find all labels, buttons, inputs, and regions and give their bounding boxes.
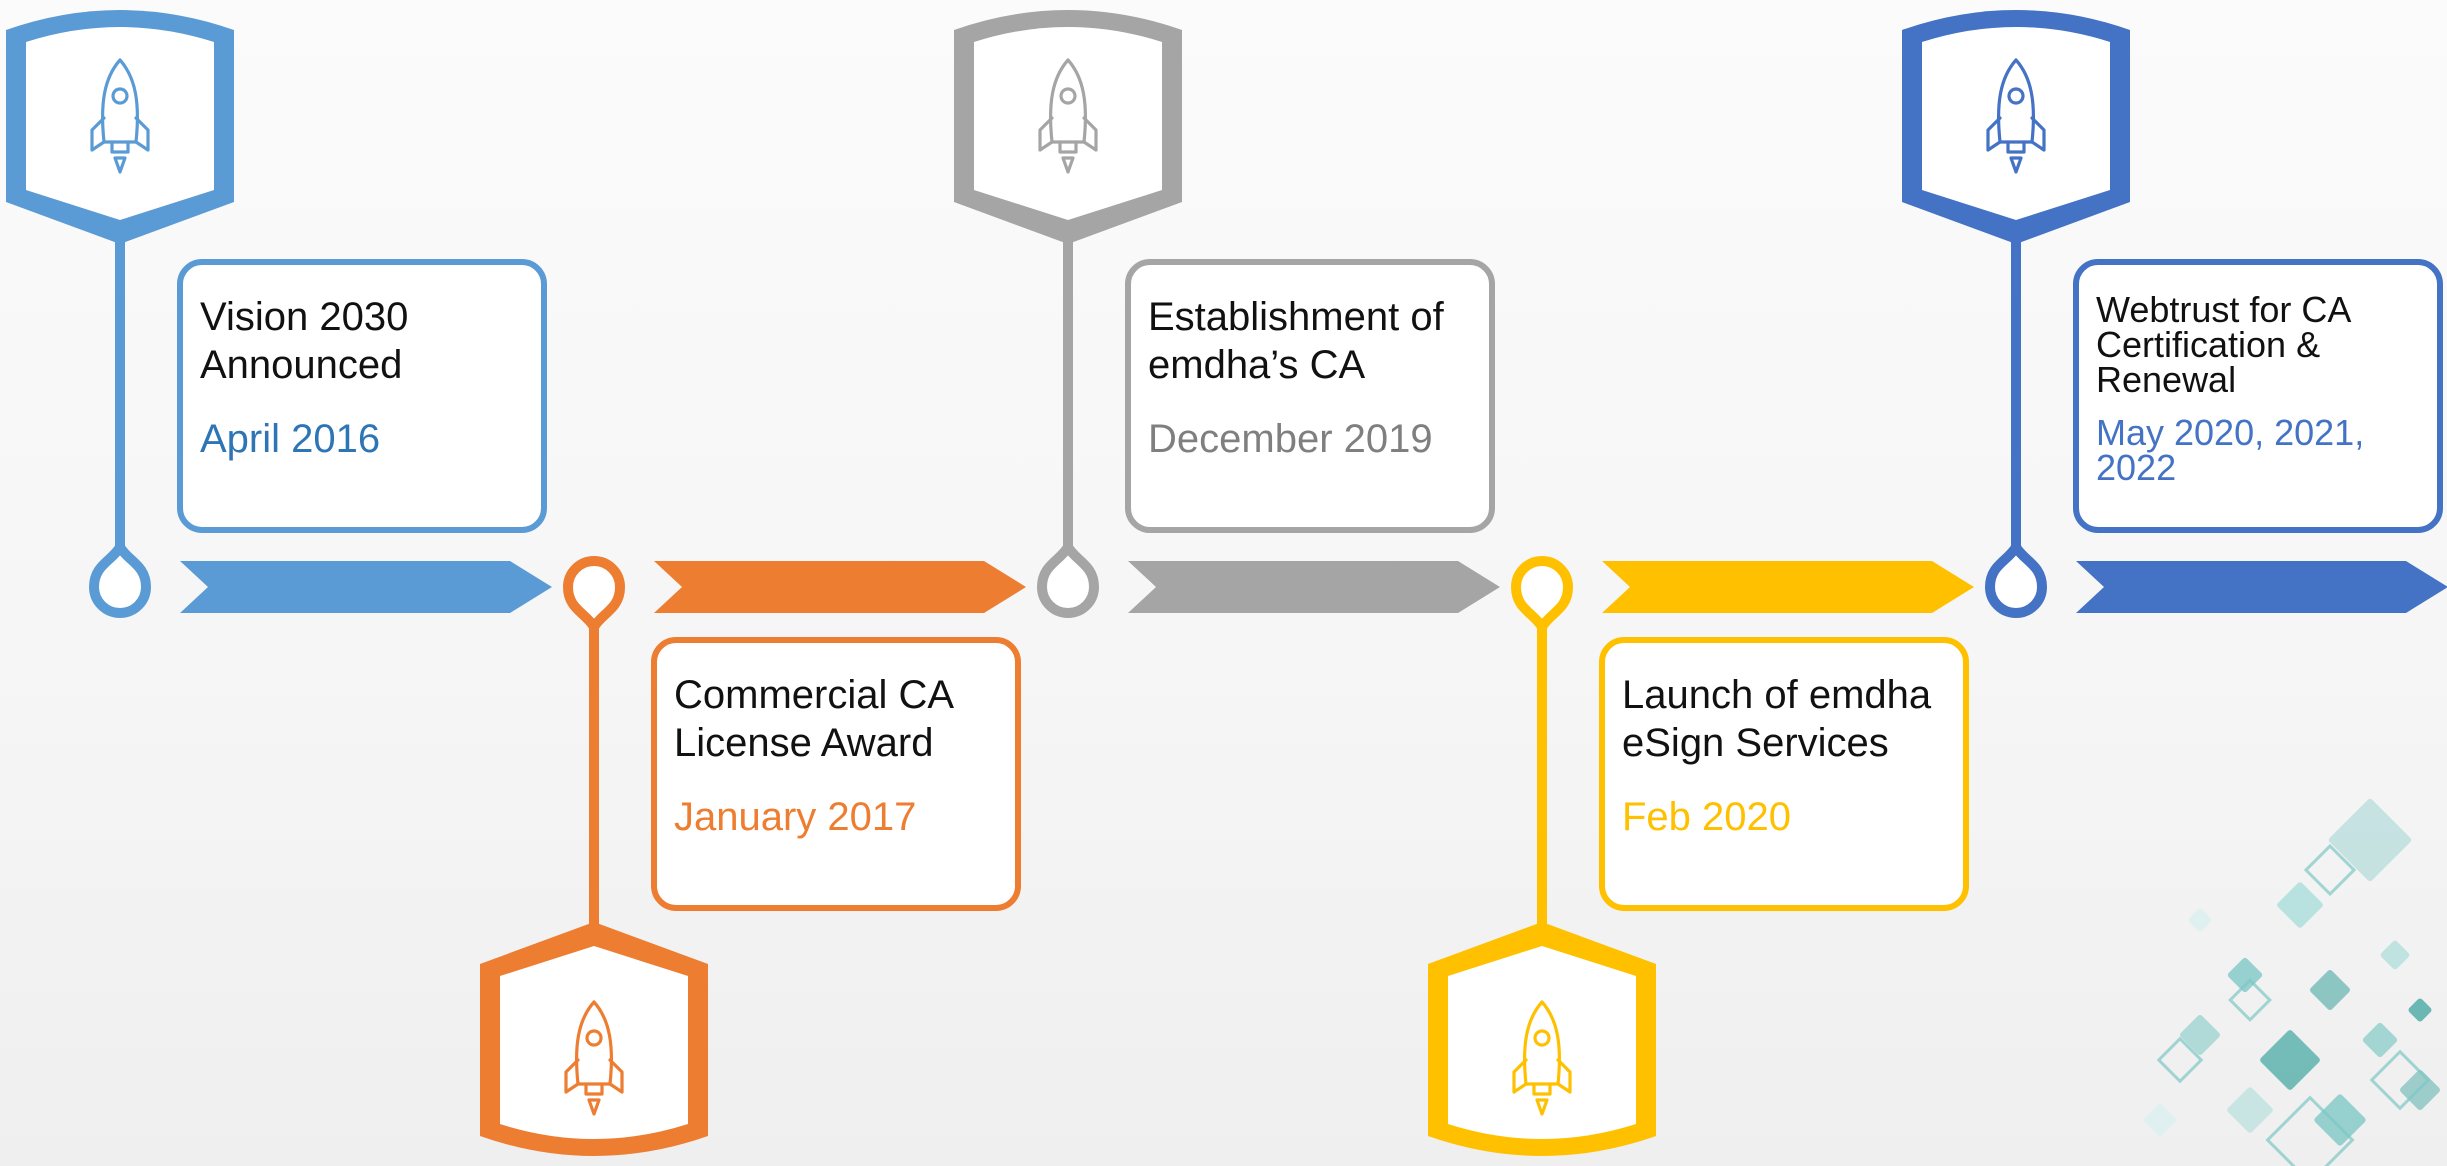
decorative-diamond <box>2380 940 2410 970</box>
milestone-title: Certification & <box>2096 324 2320 365</box>
decorative-pattern <box>2144 798 2440 1166</box>
milestone-title: Establishment of <box>1148 295 1445 339</box>
decorative-diamond <box>2310 970 2350 1010</box>
milestone-badge-inner <box>1448 946 1636 1139</box>
milestone-title: eSign Services <box>1622 721 1889 765</box>
milestone-title: emdha’s CA <box>1148 343 1365 387</box>
timeline-node <box>1510 556 1574 638</box>
decorative-diamond <box>2408 998 2432 1022</box>
milestone-date: May 2020, 2021, <box>2096 412 2364 453</box>
decorative-diamond <box>2144 1104 2176 1136</box>
decorative-diamond <box>2328 798 2412 882</box>
rocket-icon <box>1986 58 2046 174</box>
decorative-diamond-outline <box>2228 978 2272 1022</box>
decorative-diamond <box>2362 1022 2398 1058</box>
milestone-card <box>177 259 547 533</box>
milestone-badge-inner <box>26 27 214 220</box>
decorative-diamond-outline <box>2156 1036 2204 1084</box>
timeline-node <box>1984 536 2048 618</box>
timeline-node <box>1036 536 1100 618</box>
decorative-diamond <box>2227 1087 2273 1133</box>
milestone-date: 2022 <box>2096 447 2176 488</box>
milestone-card <box>651 637 1021 911</box>
milestone-card <box>1125 259 1495 533</box>
milestone-title: Announced <box>200 343 402 387</box>
timeline-node <box>562 556 626 638</box>
milestone-badge-inner <box>500 946 688 1139</box>
milestone-card <box>1599 637 1969 911</box>
decorative-diamond-outline <box>2265 1095 2355 1166</box>
milestone-title: Commercial CA <box>674 673 954 717</box>
decorative-diamond-outline <box>2369 1049 2431 1111</box>
timeline-arrow <box>1602 561 1974 613</box>
rocket-icon <box>1512 1000 1572 1116</box>
decorative-diamond <box>2277 882 2323 928</box>
milestone-date: December 2019 <box>1148 417 1433 461</box>
milestone-date: Feb 2020 <box>1622 795 1791 839</box>
timeline-arrow <box>654 561 1026 613</box>
milestone-date: April 2016 <box>200 417 380 461</box>
milestone-title: Vision 2030 <box>200 295 408 339</box>
timeline-node <box>88 536 152 618</box>
decorative-diamond <box>2188 908 2212 932</box>
timeline-arrow <box>2076 561 2447 613</box>
milestone-title: Launch of emdha <box>1622 673 1932 717</box>
rocket-icon <box>1038 58 1098 174</box>
decorative-diamond <box>2180 1015 2220 1055</box>
rocket-icon <box>90 58 150 174</box>
milestone-badge-inner <box>1922 27 2110 220</box>
decorative-diamond <box>2260 1030 2320 1090</box>
decorative-diamond-outline <box>2303 843 2357 897</box>
milestone-card <box>2073 259 2443 533</box>
milestone-date: January 2017 <box>674 795 916 839</box>
milestone-title: License Award <box>674 721 933 765</box>
rocket-icon <box>564 1000 624 1116</box>
decorative-diamond <box>2314 1094 2366 1146</box>
timeline-arrow <box>1128 561 1500 613</box>
milestone-badge-inner <box>974 27 1162 220</box>
milestone-title: Renewal <box>2096 359 2236 400</box>
timeline-arrow <box>180 561 552 613</box>
milestone-title: Webtrust for CA <box>2096 289 2351 330</box>
